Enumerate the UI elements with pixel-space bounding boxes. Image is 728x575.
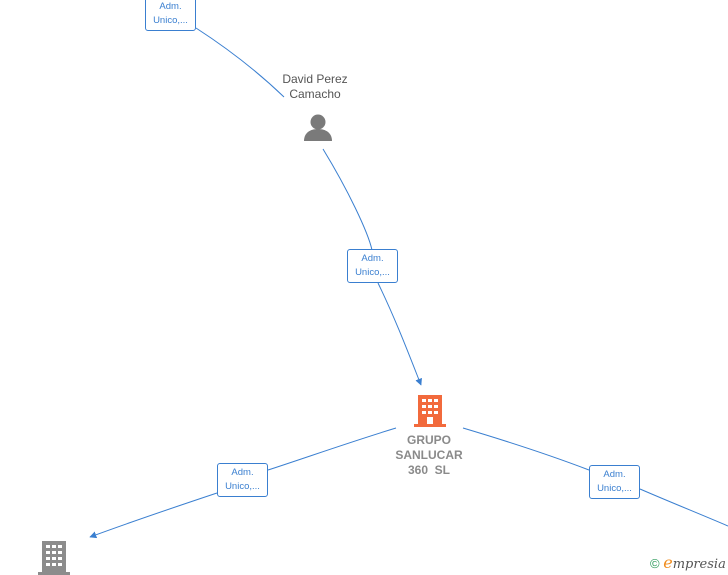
edge-main-to-left-line (90, 427, 397, 537)
edge-label-line1: Adm. (361, 253, 384, 264)
edge-person-to-main-line (322, 148, 421, 385)
edge-label-line1: Adm. (159, 1, 182, 12)
other-company-building-icon[interactable] (38, 541, 70, 575)
person-name-label[interactable]: David Perez Camacho (265, 72, 365, 102)
edge-label-line2: Unico,... (153, 15, 188, 26)
edge-label-line1: Adm. (231, 467, 254, 478)
main-company-name-line3: 360 SL (407, 463, 451, 477)
empresia-logo-text: mpresia (672, 557, 726, 572)
main-company-name-label[interactable]: GRUPO SANLUCAR 360 SL (379, 433, 479, 478)
edge-label-main-to-right[interactable]: Adm. Unico,... (589, 465, 640, 499)
edge-label-line2: Unico,... (225, 481, 260, 492)
main-company-building-icon[interactable] (414, 395, 446, 427)
edge-top-line (195, 27, 285, 98)
empresia-logo-initial: e (663, 553, 673, 572)
edge-label-line1: Adm. (603, 469, 626, 480)
person-icon[interactable] (304, 114, 332, 142)
edge-label-line2: Unico,... (355, 267, 390, 278)
main-company-name-line2: SANLUCAR (395, 448, 463, 462)
empresia-watermark: © empresia (650, 553, 726, 572)
edge-label-line2: Unico,... (597, 483, 632, 494)
edge-label-person-to-main[interactable]: Adm. Unico,... (347, 249, 398, 283)
main-company-name-line1: GRUPO (406, 433, 451, 447)
copyright-symbol: © (650, 556, 660, 571)
edge-main-to-right-line (462, 427, 728, 527)
edge-label-main-to-left[interactable]: Adm. Unico,... (217, 463, 268, 497)
person-name-line1: David Perez (282, 72, 348, 86)
person-name-line2: Camacho (289, 87, 341, 101)
edge-label-top[interactable]: Adm. Unico,... (145, 0, 196, 31)
